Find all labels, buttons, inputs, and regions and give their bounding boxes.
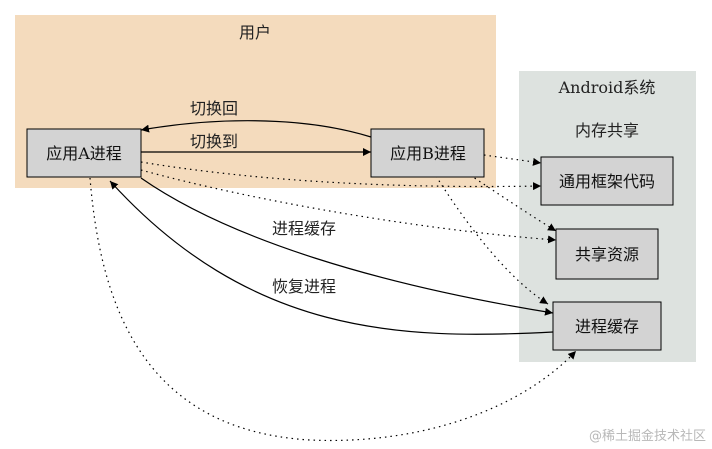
edge-a-shared	[140, 169, 557, 244]
node-app-a: 应用A进程	[26, 128, 142, 178]
edge-a-cache-dotted	[89, 177, 577, 442]
node-cache-label: 进程缓存	[575, 317, 639, 336]
node-app-b: 应用B进程	[370, 128, 485, 178]
watermark: @稀土掘金技术社区	[589, 428, 706, 444]
android-cluster-label: Android系统	[558, 78, 656, 97]
edge-switch-back-label: 切换回	[190, 99, 238, 118]
node-app-a-label: 应用A进程	[46, 144, 122, 163]
edge-cache	[140, 177, 554, 316]
edge-restore	[109, 180, 554, 335]
edge-b-shared	[469, 174, 557, 232]
android-cluster-sublabel: 内存共享	[575, 121, 639, 140]
node-shared: 共享资源	[555, 228, 659, 280]
edge-b-framework	[483, 154, 542, 166]
edge-switch-back	[140, 120, 372, 138]
node-framework: 通用框架代码	[540, 156, 674, 206]
user-cluster-label: 用户	[239, 23, 271, 42]
edge-restore-label: 恢复进程	[272, 277, 336, 296]
node-framework-label: 通用框架代码	[559, 172, 655, 191]
edge-b-cache	[435, 175, 549, 305]
node-cache: 进程缓存	[552, 301, 662, 351]
node-app-b-label: 应用B进程	[390, 144, 466, 163]
edge-switch-to-label: 切换到	[190, 132, 238, 151]
node-shared-label: 共享资源	[575, 245, 639, 264]
edge-cache-label: 进程缓存	[272, 219, 336, 238]
